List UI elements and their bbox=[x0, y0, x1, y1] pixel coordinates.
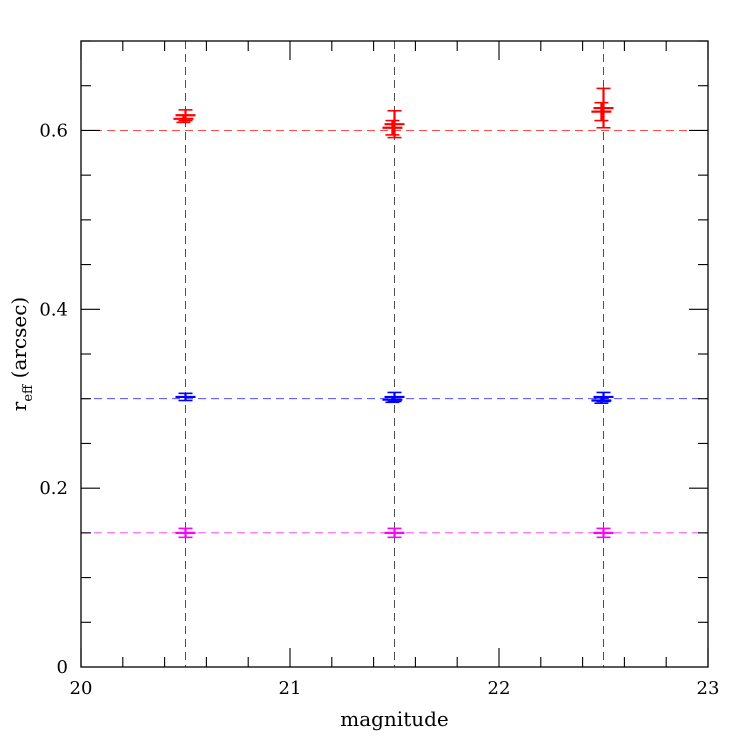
data-point bbox=[384, 109, 405, 139]
data-point bbox=[591, 101, 612, 122]
tick-labels: 20 21 22 23 0 0.2 0.4 0.6 bbox=[39, 120, 719, 699]
y-axis-label-main: r bbox=[7, 401, 31, 411]
plot-frame bbox=[80, 40, 709, 668]
data-point bbox=[382, 396, 403, 404]
data-point bbox=[591, 397, 612, 404]
x-axis-label: magnitude bbox=[340, 707, 449, 731]
data-points bbox=[173, 87, 614, 539]
data-point bbox=[593, 87, 614, 129]
x-tick-label: 22 bbox=[488, 678, 511, 699]
data-point bbox=[173, 114, 194, 124]
data-point bbox=[382, 119, 403, 136]
data-point bbox=[384, 527, 405, 539]
x-tick-label: 23 bbox=[697, 678, 720, 699]
x-tick-label: 20 bbox=[70, 678, 93, 699]
y-tick-label: 0.2 bbox=[39, 478, 68, 499]
y-axis-label-sub: eff bbox=[21, 383, 36, 402]
y-axis-label-rest: (arcsec) bbox=[7, 297, 31, 385]
x-tick-label: 21 bbox=[279, 678, 302, 699]
data-point bbox=[175, 527, 196, 539]
y-tick-label: 0.6 bbox=[39, 120, 68, 141]
y-tick-label: 0 bbox=[57, 657, 68, 678]
data-point bbox=[175, 392, 196, 402]
y-axis-label: reff (arcsec) bbox=[7, 297, 36, 411]
y-tick-label: 0.4 bbox=[39, 299, 68, 320]
data-point bbox=[593, 527, 614, 539]
